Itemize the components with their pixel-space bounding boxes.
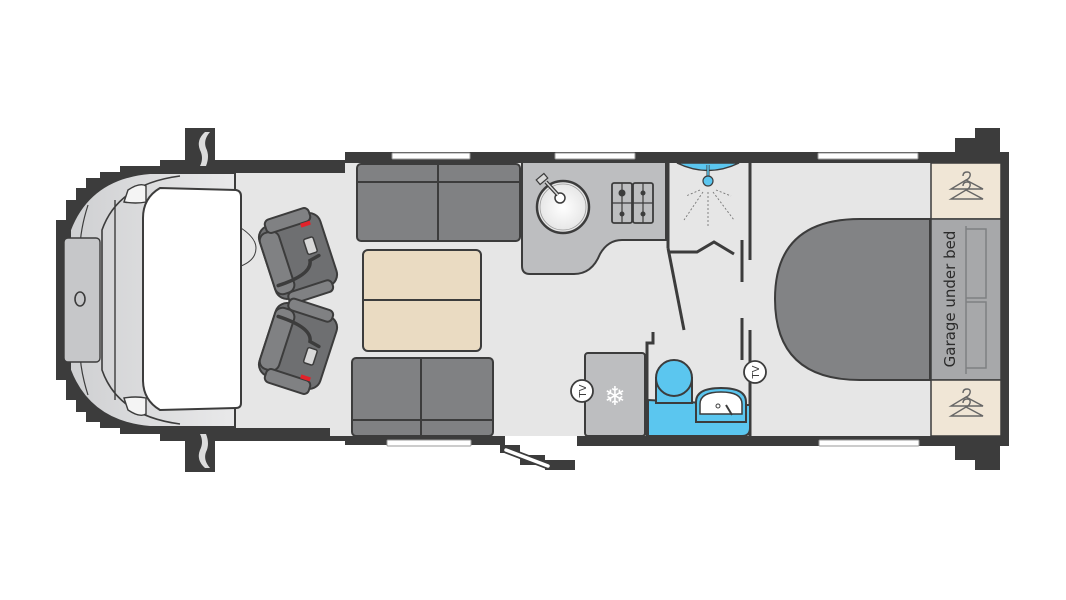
tv-icon: TV (578, 384, 589, 398)
mirror-bottom (198, 434, 210, 468)
passenger-seat[interactable] (254, 294, 342, 397)
tv-icon: TV (751, 365, 762, 379)
window-bottom-lounge (386, 439, 472, 447)
entrance-door[interactable] (502, 446, 552, 470)
washroom (647, 359, 751, 437)
hanger-icon (948, 171, 984, 200)
badge-icon (74, 291, 86, 307)
round-sink[interactable] (535, 172, 591, 235)
hob[interactable] (611, 182, 654, 224)
rear-sofa[interactable] (351, 357, 494, 437)
burner-icon (640, 190, 646, 196)
windscreen (142, 186, 242, 412)
burner-icon (619, 211, 625, 217)
seatbelt-clip-red (300, 374, 311, 382)
burner-icon (640, 211, 646, 217)
headlight-bottom (123, 396, 147, 417)
seatbelt-clip-red (300, 220, 311, 228)
dining-table[interactable] (362, 249, 482, 352)
toilet[interactable] (655, 359, 693, 404)
washbasin[interactable] (695, 386, 747, 423)
fridge[interactable]: ❄ (584, 352, 646, 437)
hanger-icon (948, 388, 984, 417)
shower-head-icon (702, 175, 714, 187)
island-bed[interactable] (773, 218, 931, 381)
window-top-lounge (391, 152, 471, 160)
wardrobe-top[interactable] (930, 162, 1002, 220)
garage-label: Garage under bed (941, 231, 959, 368)
bonnet (63, 237, 101, 363)
garage-under-bed[interactable]: Garage under bed (930, 218, 1002, 381)
mirror-top (198, 132, 210, 166)
buckle-icon (302, 346, 318, 366)
tap-icon (535, 172, 549, 186)
shower[interactable] (666, 162, 752, 260)
window-bottom-bedroom (818, 439, 920, 447)
buckle-icon (302, 236, 318, 256)
wardrobe-bottom[interactable] (930, 379, 1002, 437)
driver-seat[interactable] (254, 204, 342, 307)
cab (63, 172, 257, 428)
window-top-bedroom (817, 152, 919, 160)
front-sofa[interactable] (356, 163, 521, 242)
windows (386, 152, 920, 447)
window-top-kitchen (554, 152, 636, 160)
tv-point-bedroom: TV (743, 360, 767, 384)
snowflake-icon: ❄ (604, 382, 626, 412)
burner-icon (618, 189, 626, 197)
tv-point-kitchen: TV (570, 379, 594, 403)
